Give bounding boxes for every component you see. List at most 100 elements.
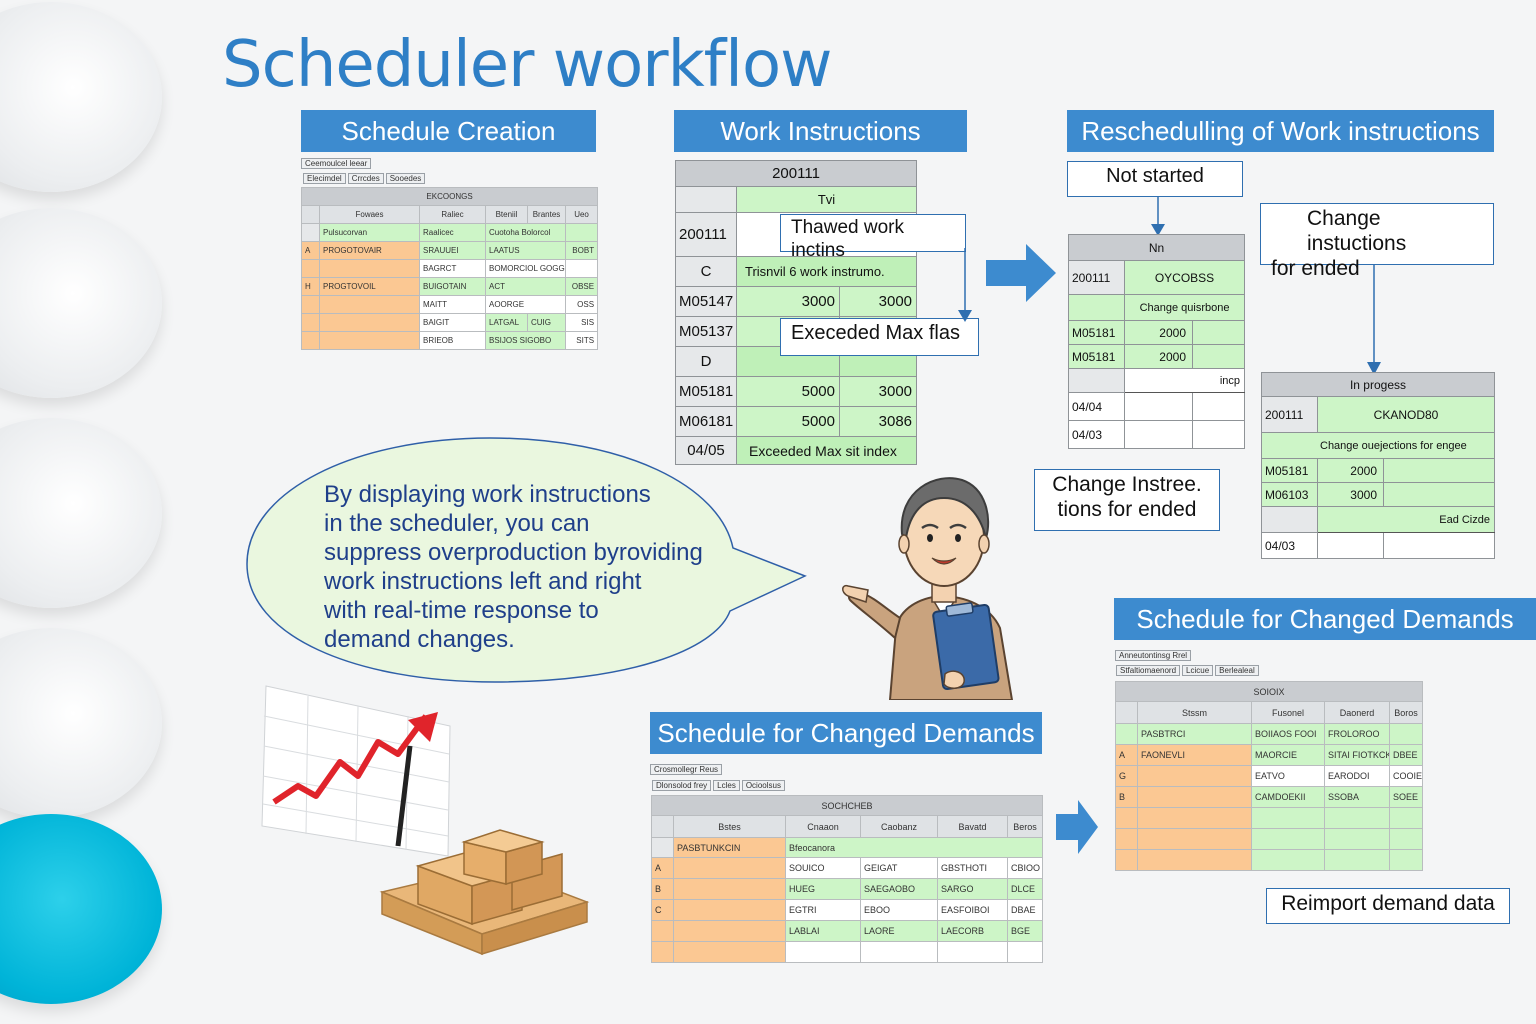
col-header: Cnaaon bbox=[785, 815, 861, 838]
col-header: Bstes bbox=[673, 815, 786, 838]
section-changed-demands-bottom: Schedule for Changed Demands bbox=[650, 712, 1042, 754]
changed-right-toolbar-top: Anneutontinsg Rrel bbox=[1115, 650, 1193, 661]
callout-line-1: Change instuctions bbox=[1307, 207, 1407, 256]
toolbar-button-3[interactable]: Berlealeal bbox=[1215, 665, 1259, 676]
section-work-instructions: Work Instructions bbox=[674, 110, 967, 152]
flow-arrow-right-2 bbox=[1056, 800, 1098, 854]
toolbar-button-2[interactable]: Lcicue bbox=[1182, 665, 1214, 676]
col-header: Raliec bbox=[419, 205, 486, 224]
changed-demands-right-table: SOIOIX Stssm Fusonel Daonerd Boros PASBT… bbox=[1114, 681, 1424, 871]
sched-creation-toolbar-top: Ceemoulcel leear bbox=[301, 158, 373, 169]
wi-subhead: Tvi bbox=[735, 186, 918, 213]
col-header: Fowaes bbox=[319, 205, 420, 224]
table-title: SOCHCHEB bbox=[650, 795, 1044, 816]
callout-thawed: Thawed work inctins bbox=[780, 214, 966, 261]
decor-circle-blue bbox=[0, 814, 162, 1004]
table-row[interactable]: 04/04 bbox=[1068, 392, 1246, 421]
decor-circle-2 bbox=[0, 208, 162, 398]
table-row[interactable]: Change ouejections for engee bbox=[1261, 432, 1495, 459]
toolbar-button-3[interactable]: Sooedes bbox=[385, 173, 426, 184]
callout-change-ended-mid: Change Instree. tions for ended bbox=[1034, 469, 1220, 531]
toolbar-button-2[interactable]: Lcles bbox=[713, 780, 740, 791]
callout-not-started: Not started bbox=[1067, 161, 1243, 197]
col-header: Ueo bbox=[564, 205, 599, 224]
table-row[interactable] bbox=[1115, 807, 1424, 829]
table-row[interactable]: incp bbox=[1068, 368, 1246, 393]
changed-demands-bottom-table: SOCHCHEB Bstes Cnaaon Caobanz Bavatd Ber… bbox=[650, 795, 1044, 963]
presenter-character-icon bbox=[842, 477, 1014, 700]
speech-line: demand changes. bbox=[324, 626, 515, 653]
speech-line: in the scheduler, you can bbox=[324, 510, 590, 537]
table-row[interactable] bbox=[1115, 849, 1424, 871]
col-header: Caobanz bbox=[860, 815, 938, 838]
table-row[interactable] bbox=[651, 941, 1044, 963]
table-row[interactable]: Change quisrbone bbox=[1068, 294, 1246, 321]
callout-exceeded: Execeded Max flas bbox=[780, 318, 979, 356]
table-title: EKCOONGS bbox=[300, 187, 599, 206]
table-row[interactable]: D bbox=[675, 346, 918, 377]
col-header: Beros bbox=[1006, 815, 1044, 838]
col-header: Daonerd bbox=[1324, 701, 1390, 724]
boxes-pallet-icon bbox=[379, 829, 590, 956]
col-header: Stssm bbox=[1137, 701, 1252, 724]
callout-line-2: tions for ended bbox=[1057, 498, 1197, 522]
speech-line: work instructions left and right bbox=[324, 568, 642, 595]
toolbar-button-1[interactable]: Dlonsolod frey bbox=[652, 780, 712, 791]
table-row[interactable] bbox=[1115, 828, 1424, 850]
table-row[interactable]: 04/03 bbox=[1068, 420, 1246, 449]
toolbar-top-label[interactable]: Ceemoulcel leear bbox=[301, 158, 372, 169]
section-changed-demands-right: Schedule for Changed Demands bbox=[1114, 598, 1536, 640]
table-row[interactable]: Ead Cizde bbox=[1261, 506, 1495, 533]
section-schedule-creation: Schedule Creation bbox=[301, 110, 596, 152]
resched-right-head: In progess bbox=[1261, 372, 1495, 397]
connector-arrow-change-ended bbox=[1367, 264, 1381, 375]
col-header: Bteniil bbox=[485, 205, 528, 224]
toolbar-button-3[interactable]: Ocioolsus bbox=[741, 780, 785, 791]
callout-reimport: Reimport demand data bbox=[1266, 888, 1510, 924]
callout-change-ended-right: Change instuctions for ended bbox=[1260, 203, 1494, 280]
toolbar-top-label[interactable]: Anneutontinsg Rrel bbox=[1115, 650, 1192, 661]
toolbar-button-1[interactable]: Elecimdel bbox=[303, 173, 346, 184]
toolbar-button-2[interactable]: Crrcdes bbox=[347, 173, 384, 184]
toolbar-button-1[interactable]: Stfaltiomaenord bbox=[1116, 665, 1181, 676]
table-row[interactable]: 04/03 bbox=[1261, 532, 1495, 559]
col-header: Boros bbox=[1388, 701, 1424, 724]
decor-circle-4 bbox=[0, 628, 162, 818]
connector-arrow-not-started bbox=[1151, 196, 1165, 236]
schedule-creation-table: EKCOONGS Fowaes Raliec Bteniil Brantes U… bbox=[300, 187, 599, 350]
wi-head: 200111 bbox=[674, 160, 918, 187]
connector-arrow-thawed bbox=[958, 248, 972, 322]
toolbar-top-label[interactable]: Crosmollegr Reus bbox=[650, 764, 723, 775]
callout-line-2: for ended bbox=[1271, 257, 1360, 281]
